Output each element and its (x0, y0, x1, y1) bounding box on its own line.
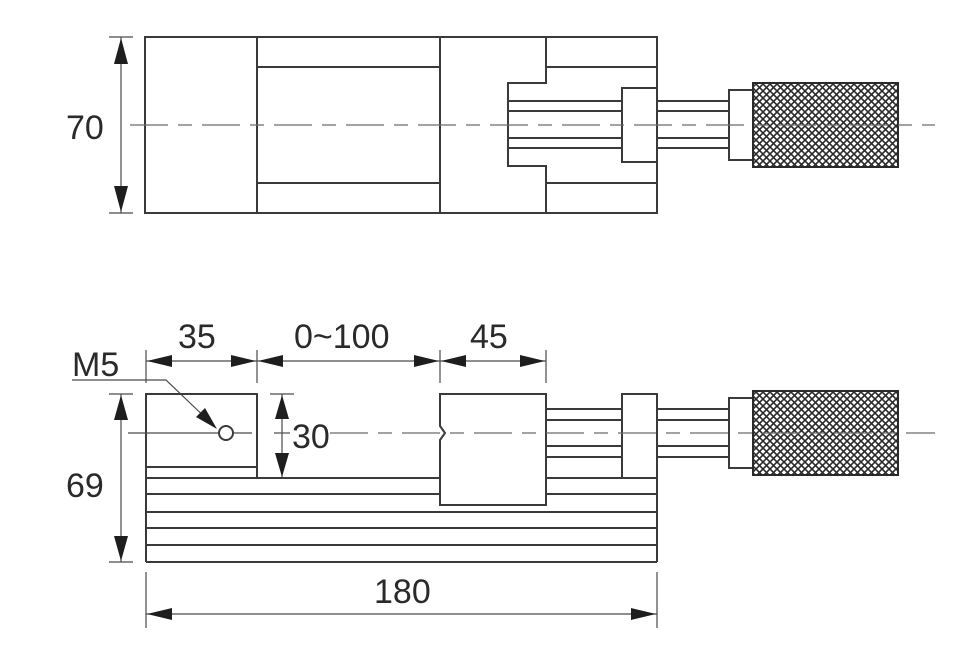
fixed-jaw (145, 393, 258, 478)
screw-assembly-side (546, 390, 899, 479)
dimension-length: 180 (145, 572, 658, 628)
side-view: 35 0~100 45 M5 69 30 (66, 318, 935, 628)
top-view: 70 (66, 36, 935, 214)
m5-hole (218, 425, 234, 441)
vise-base (145, 477, 658, 563)
dimension-width-label: 70 (66, 109, 104, 147)
dimension-movable-jaw-label: 45 (470, 318, 508, 356)
movable-jaw (439, 393, 547, 506)
thread-callout: M5 (72, 346, 234, 441)
dimension-jaw-height-label: 30 (292, 418, 330, 456)
dimension-height-label: 69 (66, 467, 104, 505)
dimension-opening-label: 0~100 (294, 318, 390, 356)
dimension-fixed-jaw-label: 35 (178, 318, 216, 356)
thread-label: M5 (72, 346, 119, 384)
dimension-chain: 35 0~100 45 (145, 318, 547, 383)
dimension-jaw-height: 30 (270, 393, 330, 478)
dimension-width: 70 (66, 36, 133, 214)
dimension-height: 69 (66, 393, 133, 563)
dimension-length-label: 180 (374, 573, 431, 611)
